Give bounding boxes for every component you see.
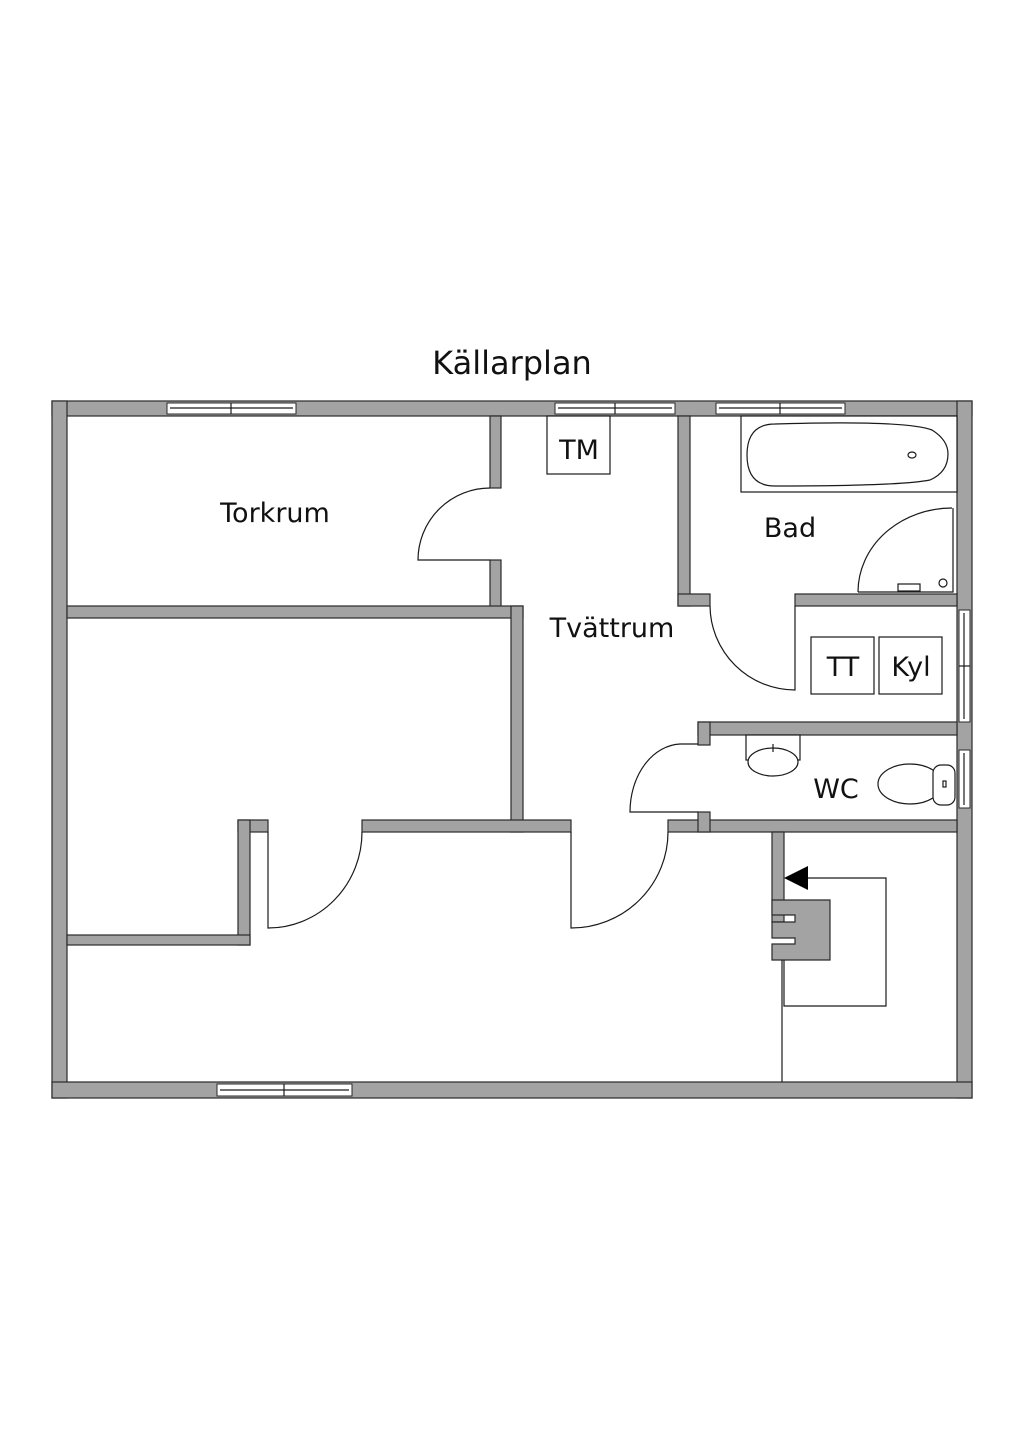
wall-bad-bottom [794,593,958,607]
arrow-icon [784,866,808,890]
label-kyl: Kyl [891,652,930,683]
window [715,402,846,415]
room-labels: Torkrum Tvättrum Bad WC [219,498,859,805]
fixtures: TM TT Kyl [546,415,958,1082]
wall-room-bottom [66,934,251,946]
label-wc: WC [813,774,859,805]
door-wc [629,743,698,813]
label-torkrum: Torkrum [219,498,330,529]
label-tvattrum: Tvättrum [549,613,675,644]
wall-bad-left [677,415,691,607]
window [958,749,971,809]
door-bad [709,605,796,691]
window [554,402,676,415]
bathtub [740,415,958,493]
windows [166,402,971,1097]
label-tm: TM [558,435,599,466]
wall-bad-stub [677,593,711,607]
wall-room-vertical [237,819,251,946]
wall-tvattrum-left [510,605,524,833]
fridge-box [878,636,943,695]
wall-wc-bottom [667,819,958,833]
window [166,402,297,415]
wall-left [51,400,68,1099]
washing-machine-box [546,415,611,475]
label-bad: Bad [764,513,816,544]
wall-torkrum-bottom [66,605,524,619]
wall-mid-horizontal [361,819,572,833]
wall-torkrum-upper [489,415,502,489]
toilet [877,763,956,806]
chimney [771,899,831,961]
dryer-box [810,636,875,695]
walls [51,400,973,1099]
wall-wc-jamb-top [697,721,711,746]
wall-wc-top [697,721,958,736]
chimney-outline [781,866,887,1082]
window [958,609,971,723]
wall-bottom [51,1081,973,1099]
wall-wc-jamb-bottom [697,811,711,833]
window [216,1083,353,1097]
wall-torkrum-lower [489,559,502,608]
door-left-room [267,831,363,929]
label-tt: TT [826,652,860,683]
doors [267,487,796,929]
plan-title: Källarplan [432,344,592,382]
door-lower-hall [570,831,669,929]
door-torkrum [417,487,491,561]
shower [857,507,954,593]
sink [745,734,801,777]
